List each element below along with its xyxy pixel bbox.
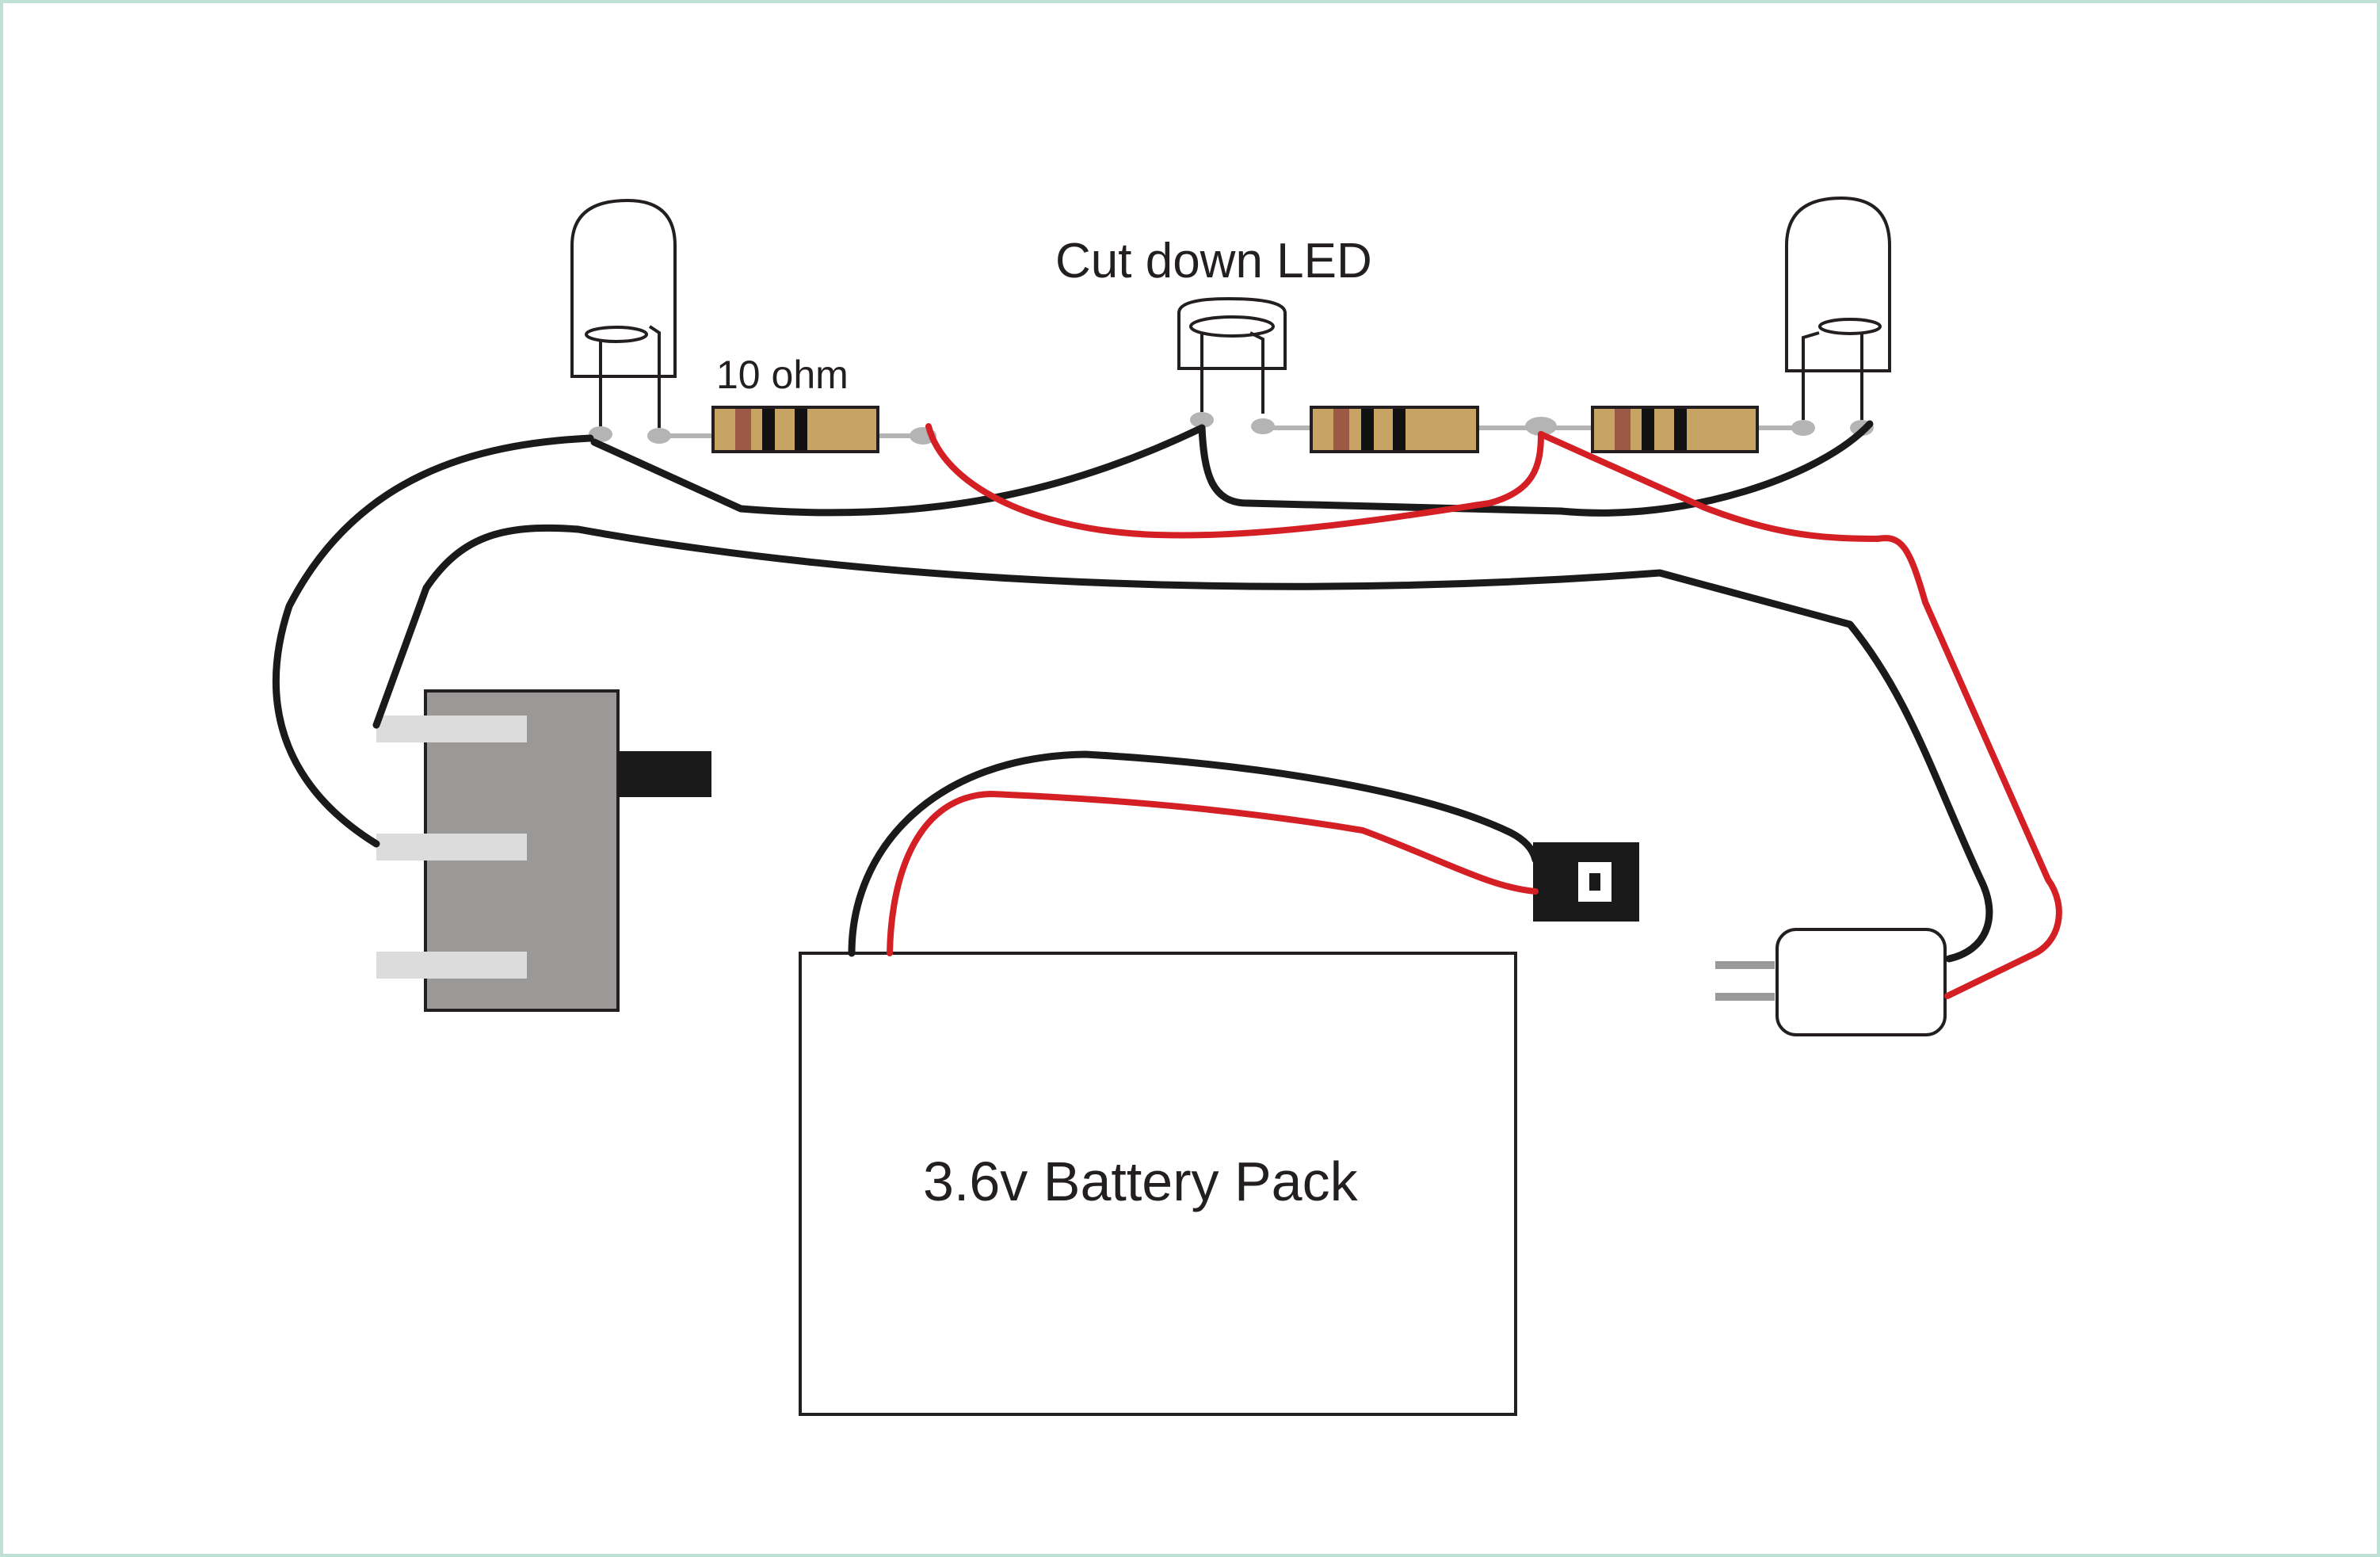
led-right (1785, 196, 1891, 420)
sensor-module (1715, 928, 1947, 1036)
resistor-2 (1310, 406, 1479, 453)
black-wires (272, 420, 1993, 963)
slide-switch (376, 689, 711, 1012)
led-cut-down-pads (1190, 412, 1275, 434)
battery-label: 3.6v Battery Pack (923, 1151, 1359, 1212)
led-left (570, 198, 677, 428)
led-left-pads (589, 426, 671, 444)
resistor-3 (1591, 406, 1759, 453)
led-cut-down (1177, 296, 1287, 414)
resistor-junction-pad (1525, 417, 1557, 436)
battery-pack (799, 952, 1517, 1416)
red-wires (887, 423, 2062, 999)
cut-down-led-label: Cut down LED (1055, 234, 1372, 288)
battery-connector (1533, 842, 1639, 922)
resistor-1 (711, 406, 879, 453)
resistor-value-label: 10 ohm (716, 353, 849, 397)
